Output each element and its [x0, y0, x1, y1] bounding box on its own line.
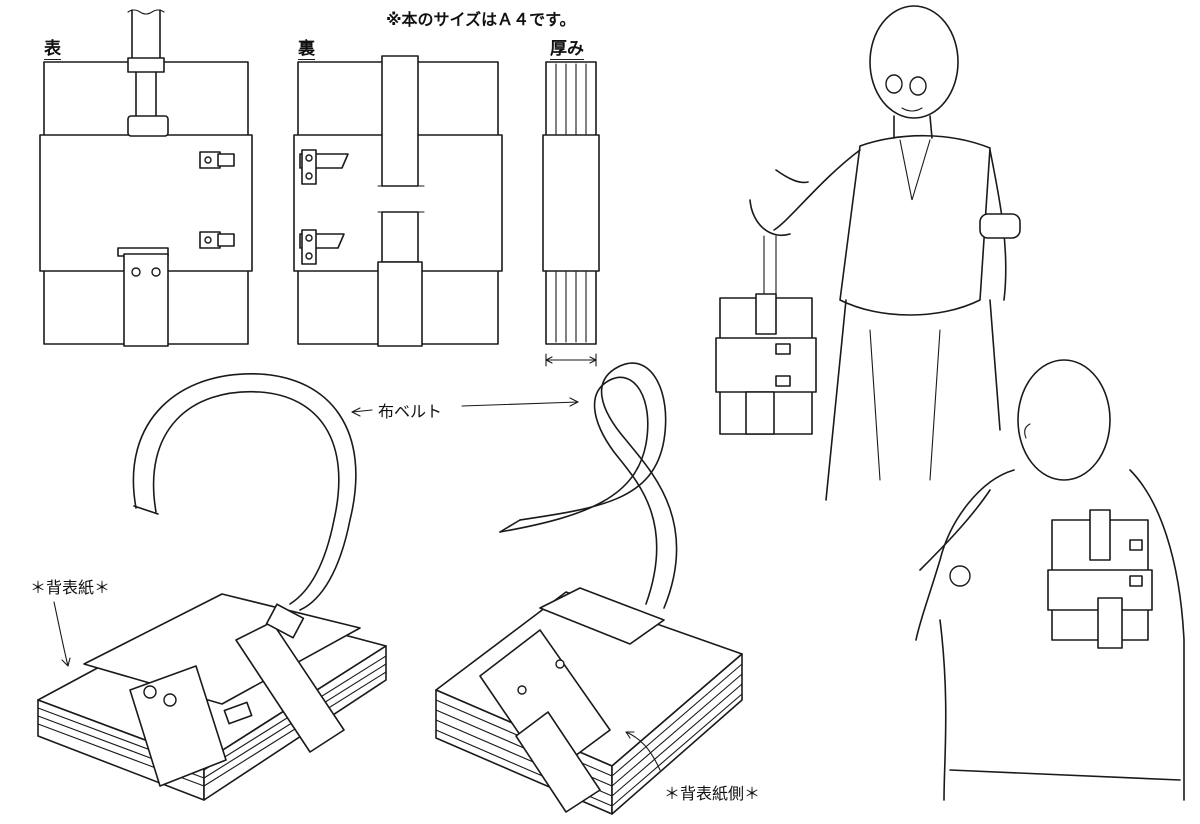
book-perspective-left	[37, 593, 387, 801]
spine-side-label: ＊背表紙側＊	[664, 784, 761, 803]
front-view-drawing	[39, 9, 253, 347]
back-view-drawing	[293, 55, 503, 347]
front-view-label: 表	[44, 34, 61, 60]
thickness-view-drawing	[542, 61, 600, 367]
cloth-belt-drawing	[132, 373, 357, 611]
character-standing	[715, 5, 1021, 501]
character-back	[915, 359, 1185, 801]
book-perspective-right	[435, 362, 743, 815]
back-view-label: 裏	[298, 34, 315, 60]
cloth-belt-label: 布ベルト	[378, 402, 443, 421]
thickness-view-label: 厚み	[550, 34, 584, 60]
spine-cover-label: ＊背表紙＊	[30, 578, 111, 597]
size-note: ※本のサイズはＡ４です。	[386, 10, 576, 29]
dimension-arrow-icon	[545, 353, 597, 367]
arrow-icon	[53, 397, 661, 771]
